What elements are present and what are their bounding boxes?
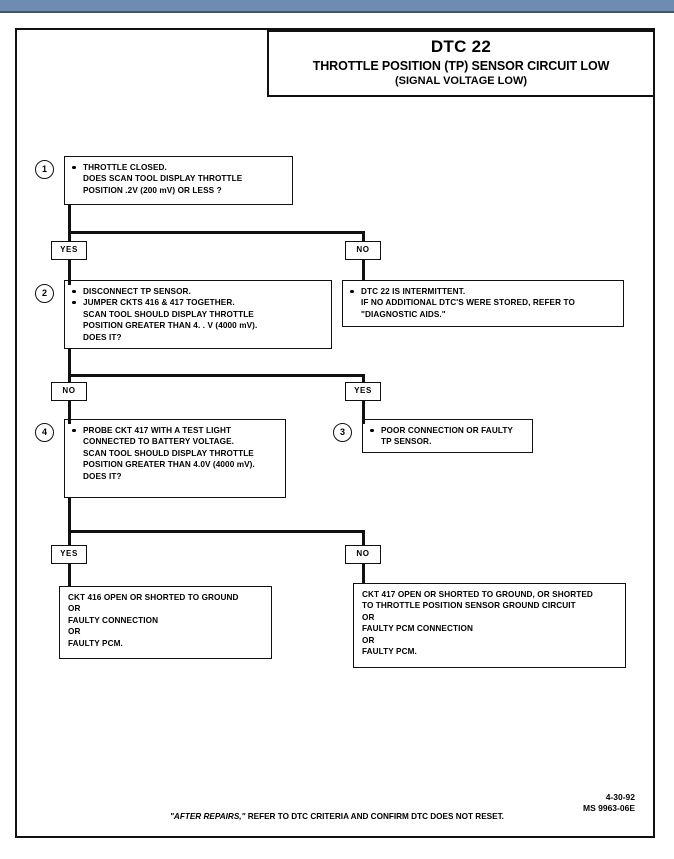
step-number-4: 4 <box>35 423 54 442</box>
step-4-line-5: DOES IT? <box>83 471 122 481</box>
connector-no4-to-result <box>362 563 365 584</box>
step-4-bullet-1: PROBE CKT 417 WITH A TEST LIGHT CONNECTE… <box>72 425 279 482</box>
step-box-3: POOR CONNECTION OR FAULTY TP SENSOR. <box>362 419 533 453</box>
document-title-block: DTC 22 THROTTLE POSITION (TP) SENSOR CIR… <box>267 30 655 97</box>
result-box-left: CKT 416 OPEN OR SHORTED TO GROUND OR FAU… <box>59 586 272 659</box>
step-1-line-3: POSITION .2V (200 mV) OR LESS ? <box>83 185 222 195</box>
step-1-line-1: THROTTLE CLOSED. <box>83 163 167 172</box>
title-sub-text: (SIGNAL VOLTAGE LOW) <box>395 75 527 87</box>
step-3-line-2: TP SENSOR. <box>381 437 432 447</box>
footer-code: MS 9963-06E <box>583 803 635 813</box>
result-left-line-2: OR <box>68 604 81 614</box>
step-1-line-2: DOES SCAN TOOL DISPLAY THROTTLE <box>83 174 243 184</box>
footer-date: 4-30-92 <box>605 792 635 802</box>
step-3-line-1: POOR CONNECTION OR FAULTY <box>381 426 513 435</box>
step-2-bullet-2: JUMPER CKTS 416 & 417 TOGETHER. SCAN TOO… <box>72 297 325 343</box>
result-right-line-6: FAULTY PCM. <box>362 647 417 657</box>
intermittent-result-box: DTC 22 IS INTERMITTENT. IF NO ADDITIONAL… <box>342 280 624 327</box>
connector-no2-to-step4 <box>68 400 71 424</box>
step-number-1: 1 <box>35 160 54 179</box>
step-2-bullet-1: DISCONNECT TP SENSOR. <box>72 286 325 297</box>
step-2-line-2: JUMPER CKTS 416 & 417 TOGETHER. <box>83 298 235 308</box>
step-number-2: 2 <box>35 284 54 303</box>
connector-yes1-to-step2 <box>68 259 71 285</box>
viewer-top-bar <box>0 0 674 13</box>
branch-label-step1-no: NO <box>345 241 381 260</box>
bullet-dot-icon <box>72 289 76 293</box>
step-4-line-1: PROBE CKT 417 WITH A TEST LIGHT <box>83 426 232 435</box>
step-box-1: THROTTLE CLOSED. DOES SCAN TOOL DISPLAY … <box>64 156 293 205</box>
connector-step1-down <box>68 205 71 234</box>
branch-label-step2-yes: YES <box>345 382 381 401</box>
result-right-line-2: TO THROTTLE POSITION SENSOR GROUND CIRCU… <box>362 601 576 611</box>
bullet-dot-icon <box>72 428 76 432</box>
branch-label-step4-yes: YES <box>51 545 87 564</box>
connector-yes4-to-result <box>68 563 71 587</box>
intermittent-line-2: IF NO ADDITIONAL DTC'S WERE STORED, REFE… <box>361 298 575 308</box>
step-2-line-3: SCAN TOOL SHOULD DISPLAY THROTTLE <box>83 309 254 319</box>
branch-label-step2-no: NO <box>51 382 87 401</box>
result-right-line-3: OR <box>362 612 375 622</box>
result-right-line-5: OR <box>362 635 375 645</box>
step-3-bullet-1: POOR CONNECTION OR FAULTY TP SENSOR. <box>370 425 526 448</box>
connector-step2-down <box>68 349 71 377</box>
intermittent-bullet-1: DTC 22 IS INTERMITTENT. IF NO ADDITIONAL… <box>350 286 617 320</box>
step-4-line-3: SCAN TOOL SHOULD DISPLAY THROTTLE <box>83 448 254 458</box>
step-4-line-4: POSITION GREATER THAN 4.0V (4000 mV). <box>83 460 255 470</box>
bullet-dot-icon <box>370 428 374 432</box>
step-box-4: PROBE CKT 417 WITH A TEST LIGHT CONNECTE… <box>64 419 286 498</box>
document-page: DTC 22 THROTTLE POSITION (TP) SENSOR CIR… <box>15 28 655 838</box>
bullet-dot-icon <box>72 300 76 305</box>
title-dtc-code: DTC 22 <box>430 37 492 56</box>
result-right-line-4: FAULTY PCM CONNECTION <box>362 624 473 634</box>
result-left-line-4: OR <box>68 627 81 637</box>
connector-step1-split <box>68 231 365 234</box>
step-number-3: 3 <box>333 423 352 442</box>
bullet-dot-icon <box>72 165 76 169</box>
result-left-line-1: CKT 416 OPEN OR SHORTED TO GROUND <box>68 593 239 602</box>
footer-note-quote: "AFTER REPAIRS," <box>170 812 246 821</box>
step-2-line-4: POSITION GREATER THAN 4. . V (4000 mV). <box>83 321 258 331</box>
intermittent-line-3: "DIAGNOSTIC AIDS." <box>361 309 446 319</box>
step-1-bullet-1: THROTTLE CLOSED. DOES SCAN TOOL DISPLAY … <box>72 162 286 196</box>
connector-step4-split <box>68 530 365 533</box>
connector-step2-split <box>68 374 365 377</box>
connector-step4-down <box>68 498 71 533</box>
step-box-2: DISCONNECT TP SENSOR. JUMPER CKTS 416 & … <box>64 280 332 349</box>
step-2-line-1: DISCONNECT TP SENSOR. <box>83 287 191 296</box>
result-left-line-3: FAULTY CONNECTION <box>68 615 159 625</box>
connector-yes2-to-step3 <box>362 400 365 424</box>
result-right-line-1: CKT 417 OPEN OR SHORTED TO GROUND, OR SH… <box>362 590 593 599</box>
footer-publication-info: 4-30-92 MS 9963-06E <box>583 792 635 814</box>
intermittent-line-1: DTC 22 IS INTERMITTENT. <box>361 287 466 296</box>
branch-label-step4-no: NO <box>345 545 381 564</box>
connector-no1-to-intermittent <box>362 259 365 280</box>
title-main-text: THROTTLE POSITION (TP) SENSOR CIRCUIT LO… <box>312 59 610 73</box>
branch-label-step1-yes: YES <box>51 241 87 260</box>
bullet-dot-icon <box>350 289 354 293</box>
footer-note: "AFTER REPAIRS," REFER TO DTC CRITERIA A… <box>17 812 657 821</box>
result-box-right: CKT 417 OPEN OR SHORTED TO GROUND, OR SH… <box>353 583 626 668</box>
step-4-line-2: CONNECTED TO BATTERY VOLTAGE. <box>83 437 235 447</box>
result-left-line-5: FAULTY PCM. <box>68 638 123 648</box>
step-2-line-5: DOES IT? <box>83 332 122 342</box>
footer-note-rest: REFER TO DTC CRITERIA AND CONFIRM DTC DO… <box>245 812 504 821</box>
